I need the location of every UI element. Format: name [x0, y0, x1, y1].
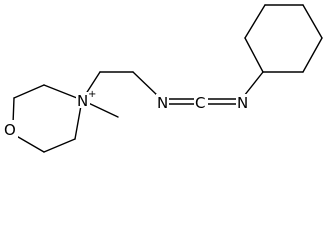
cyclohexane-ring — [244, 4, 323, 73]
carbodiimide-nitrogen-right: N — [237, 94, 248, 112]
nitrogen-charge: + — [88, 89, 96, 100]
carbodiimide-carbon: C — [195, 94, 205, 112]
structure-canvas: O N + N C N — [2, 4, 323, 153]
morpholine-ring — [12, 84, 83, 153]
oxygen-atom: O — [4, 121, 16, 139]
molecule-drawing: O N + N C N — [2, 4, 323, 153]
carbodiimide-nitrogen-left: N — [157, 94, 168, 112]
bond-c-c-upper — [13, 84, 45, 99]
bond-c-n-upper — [43, 84, 83, 101]
bond-c-c-lower — [43, 138, 76, 153]
bond-cy-1 — [244, 37, 264, 73]
bond-n-cyclohexyl — [243, 71, 264, 97]
bond-ch2-n — [132, 71, 159, 97]
bond-o-c-upper — [12, 97, 15, 125]
bond-cy-4 — [302, 4, 323, 39]
bond-c-o-lower — [12, 133, 45, 153]
ring-nitrogen-atom: N — [77, 92, 88, 110]
bond-cy-5 — [302, 37, 323, 73]
bond-cy-2 — [244, 4, 266, 39]
